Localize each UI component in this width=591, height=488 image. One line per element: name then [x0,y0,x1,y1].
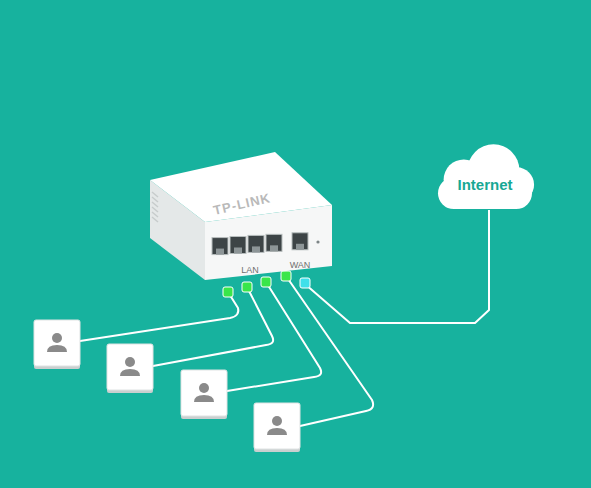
lan-wires [80,276,373,426]
user-icon [34,320,80,369]
wan-led [300,278,310,288]
lan-led [242,282,252,292]
lan-led [261,277,271,287]
internet-cloud: Internet [432,140,538,212]
user-icon [181,370,227,419]
vent-slot [152,212,158,217]
port-group-label: WAN [290,261,311,270]
wan-port [292,233,308,250]
vent-slot [152,192,158,197]
lan-port [248,235,264,252]
router-top [150,152,332,222]
lan-led [281,271,291,281]
cloud-label: Internet [457,177,512,192]
vent-slot [152,197,158,202]
lan-port [212,238,228,255]
router-device: TP-LINKLANWAN [146,148,336,284]
port-clip [270,245,278,251]
user-icon [254,403,300,452]
port-group-label: LAN [241,266,259,275]
cloud-body [438,144,534,209]
user-icon [107,344,153,393]
reset-hole [316,240,319,243]
user-devices [34,320,300,452]
lan-port [230,237,246,254]
port-clip [296,244,304,250]
lan-port [266,234,282,251]
lan-wire [227,282,321,391]
lan-wire [153,287,273,366]
lan-wire [80,292,238,341]
vent-slot [152,207,158,212]
wan-cable [305,210,489,323]
port-clip [234,248,242,254]
port-clip [216,249,224,255]
lan-led [223,287,233,297]
port-clip [252,246,260,252]
vent-slot [152,217,158,222]
vent-slot [152,202,158,207]
